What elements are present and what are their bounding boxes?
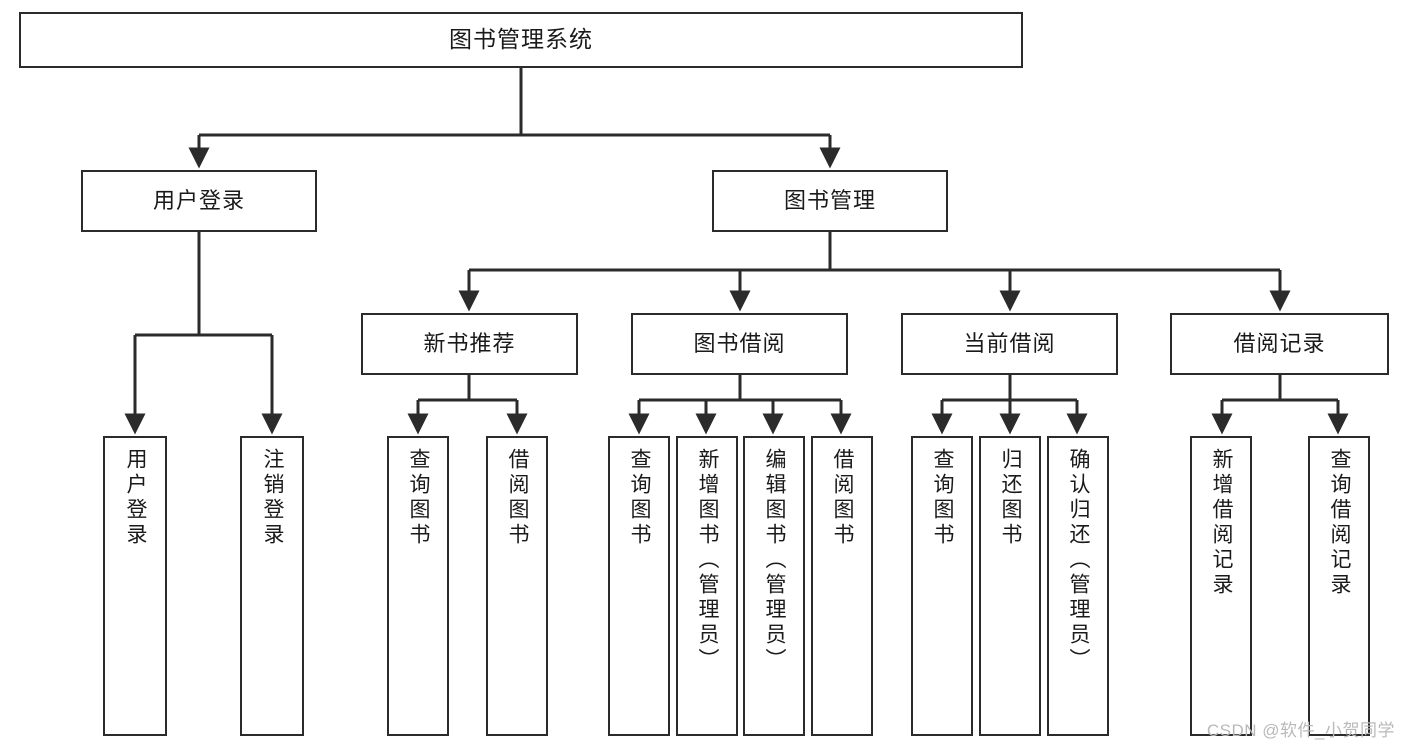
leaf-label: 借阅图书: [506, 448, 530, 548]
leaf-records-query-record[interactable]: 查询借阅记录: [1308, 436, 1370, 736]
leaf-label: 新增借阅记录: [1210, 448, 1234, 598]
leaf-label: 用户登录: [124, 448, 148, 548]
leaf-borrow-edit-book-admin[interactable]: 编辑图书（管理员）: [743, 436, 805, 736]
leaf-new-book-borrow[interactable]: 借阅图书: [486, 436, 548, 736]
node-new-book-recommend[interactable]: 新书推荐: [361, 313, 578, 375]
watermark-text: CSDN @软件_小贺同学: [1206, 721, 1395, 740]
leaf-label: 归还图书: [999, 448, 1023, 548]
leaf-label: 查询图书: [407, 448, 431, 548]
leaf-label: 查询图书: [931, 448, 955, 548]
leaf-borrow-query-book[interactable]: 查询图书: [608, 436, 670, 736]
leaf-label: 新增图书（管理员）: [696, 448, 720, 673]
leaf-current-return-book[interactable]: 归还图书: [979, 436, 1041, 736]
leaf-borrow-borrow-book[interactable]: 借阅图书: [811, 436, 873, 736]
leaf-label: 注销登录: [261, 448, 285, 548]
leaf-label: 查询图书: [628, 448, 652, 548]
node-borrow-records[interactable]: 借阅记录: [1170, 313, 1389, 375]
leaf-records-add-record[interactable]: 新增借阅记录: [1190, 436, 1252, 736]
node-user-login[interactable]: 用户登录: [81, 170, 317, 232]
node-book-management[interactable]: 图书管理: [712, 170, 948, 232]
leaf-user-login-login[interactable]: 用户登录: [103, 436, 167, 736]
node-root-system[interactable]: 图书管理系统: [19, 12, 1023, 68]
leaf-new-book-query[interactable]: 查询图书: [387, 436, 449, 736]
leaf-current-confirm-return-admin[interactable]: 确认归还（管理员）: [1047, 436, 1109, 736]
leaf-user-login-logout[interactable]: 注销登录: [240, 436, 304, 736]
leaf-current-query-book[interactable]: 查询图书: [911, 436, 973, 736]
leaf-label: 查询借阅记录: [1328, 448, 1352, 598]
leaf-label: 借阅图书: [831, 448, 855, 548]
leaf-borrow-add-book-admin[interactable]: 新增图书（管理员）: [676, 436, 738, 736]
leaf-label: 编辑图书（管理员）: [763, 448, 787, 673]
node-book-borrow[interactable]: 图书借阅: [631, 313, 848, 375]
node-current-borrow[interactable]: 当前借阅: [901, 313, 1118, 375]
leaf-label: 确认归还（管理员）: [1067, 448, 1091, 673]
